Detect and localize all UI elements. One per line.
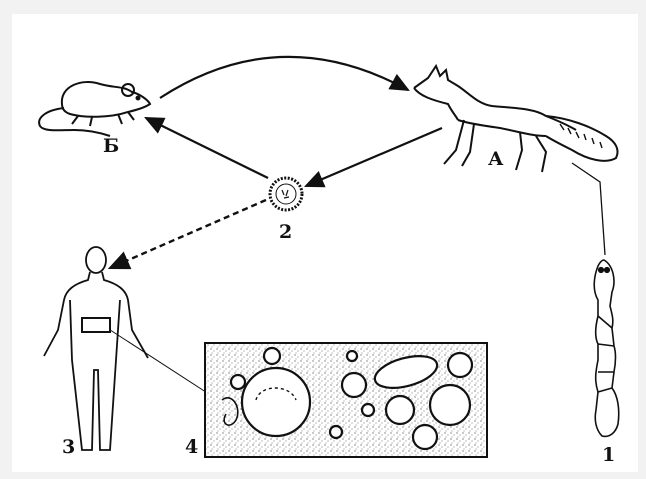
connector-human-to-section [104, 326, 212, 396]
label-host-a: А [488, 150, 503, 169]
tapeworm-icon [594, 260, 619, 436]
label-host-b: Б [103, 137, 119, 156]
cyst-tissue-icon [205, 343, 487, 457]
egg-icon [270, 178, 302, 210]
arrow-fox-to-egg [306, 128, 442, 186]
label-human: 3 [62, 438, 75, 457]
label-cyst-section: 4 [185, 438, 198, 457]
label-egg: 2 [279, 223, 292, 242]
arrow-rat-to-fox [160, 57, 408, 98]
connector-fox-to-worm [572, 163, 605, 255]
rat-icon [39, 82, 150, 136]
arrow-egg-to-rat [146, 118, 268, 178]
human-icon [44, 247, 148, 450]
arrow-egg-to-human [110, 200, 266, 268]
label-worm: 1 [602, 446, 615, 465]
fox-icon [414, 66, 618, 172]
